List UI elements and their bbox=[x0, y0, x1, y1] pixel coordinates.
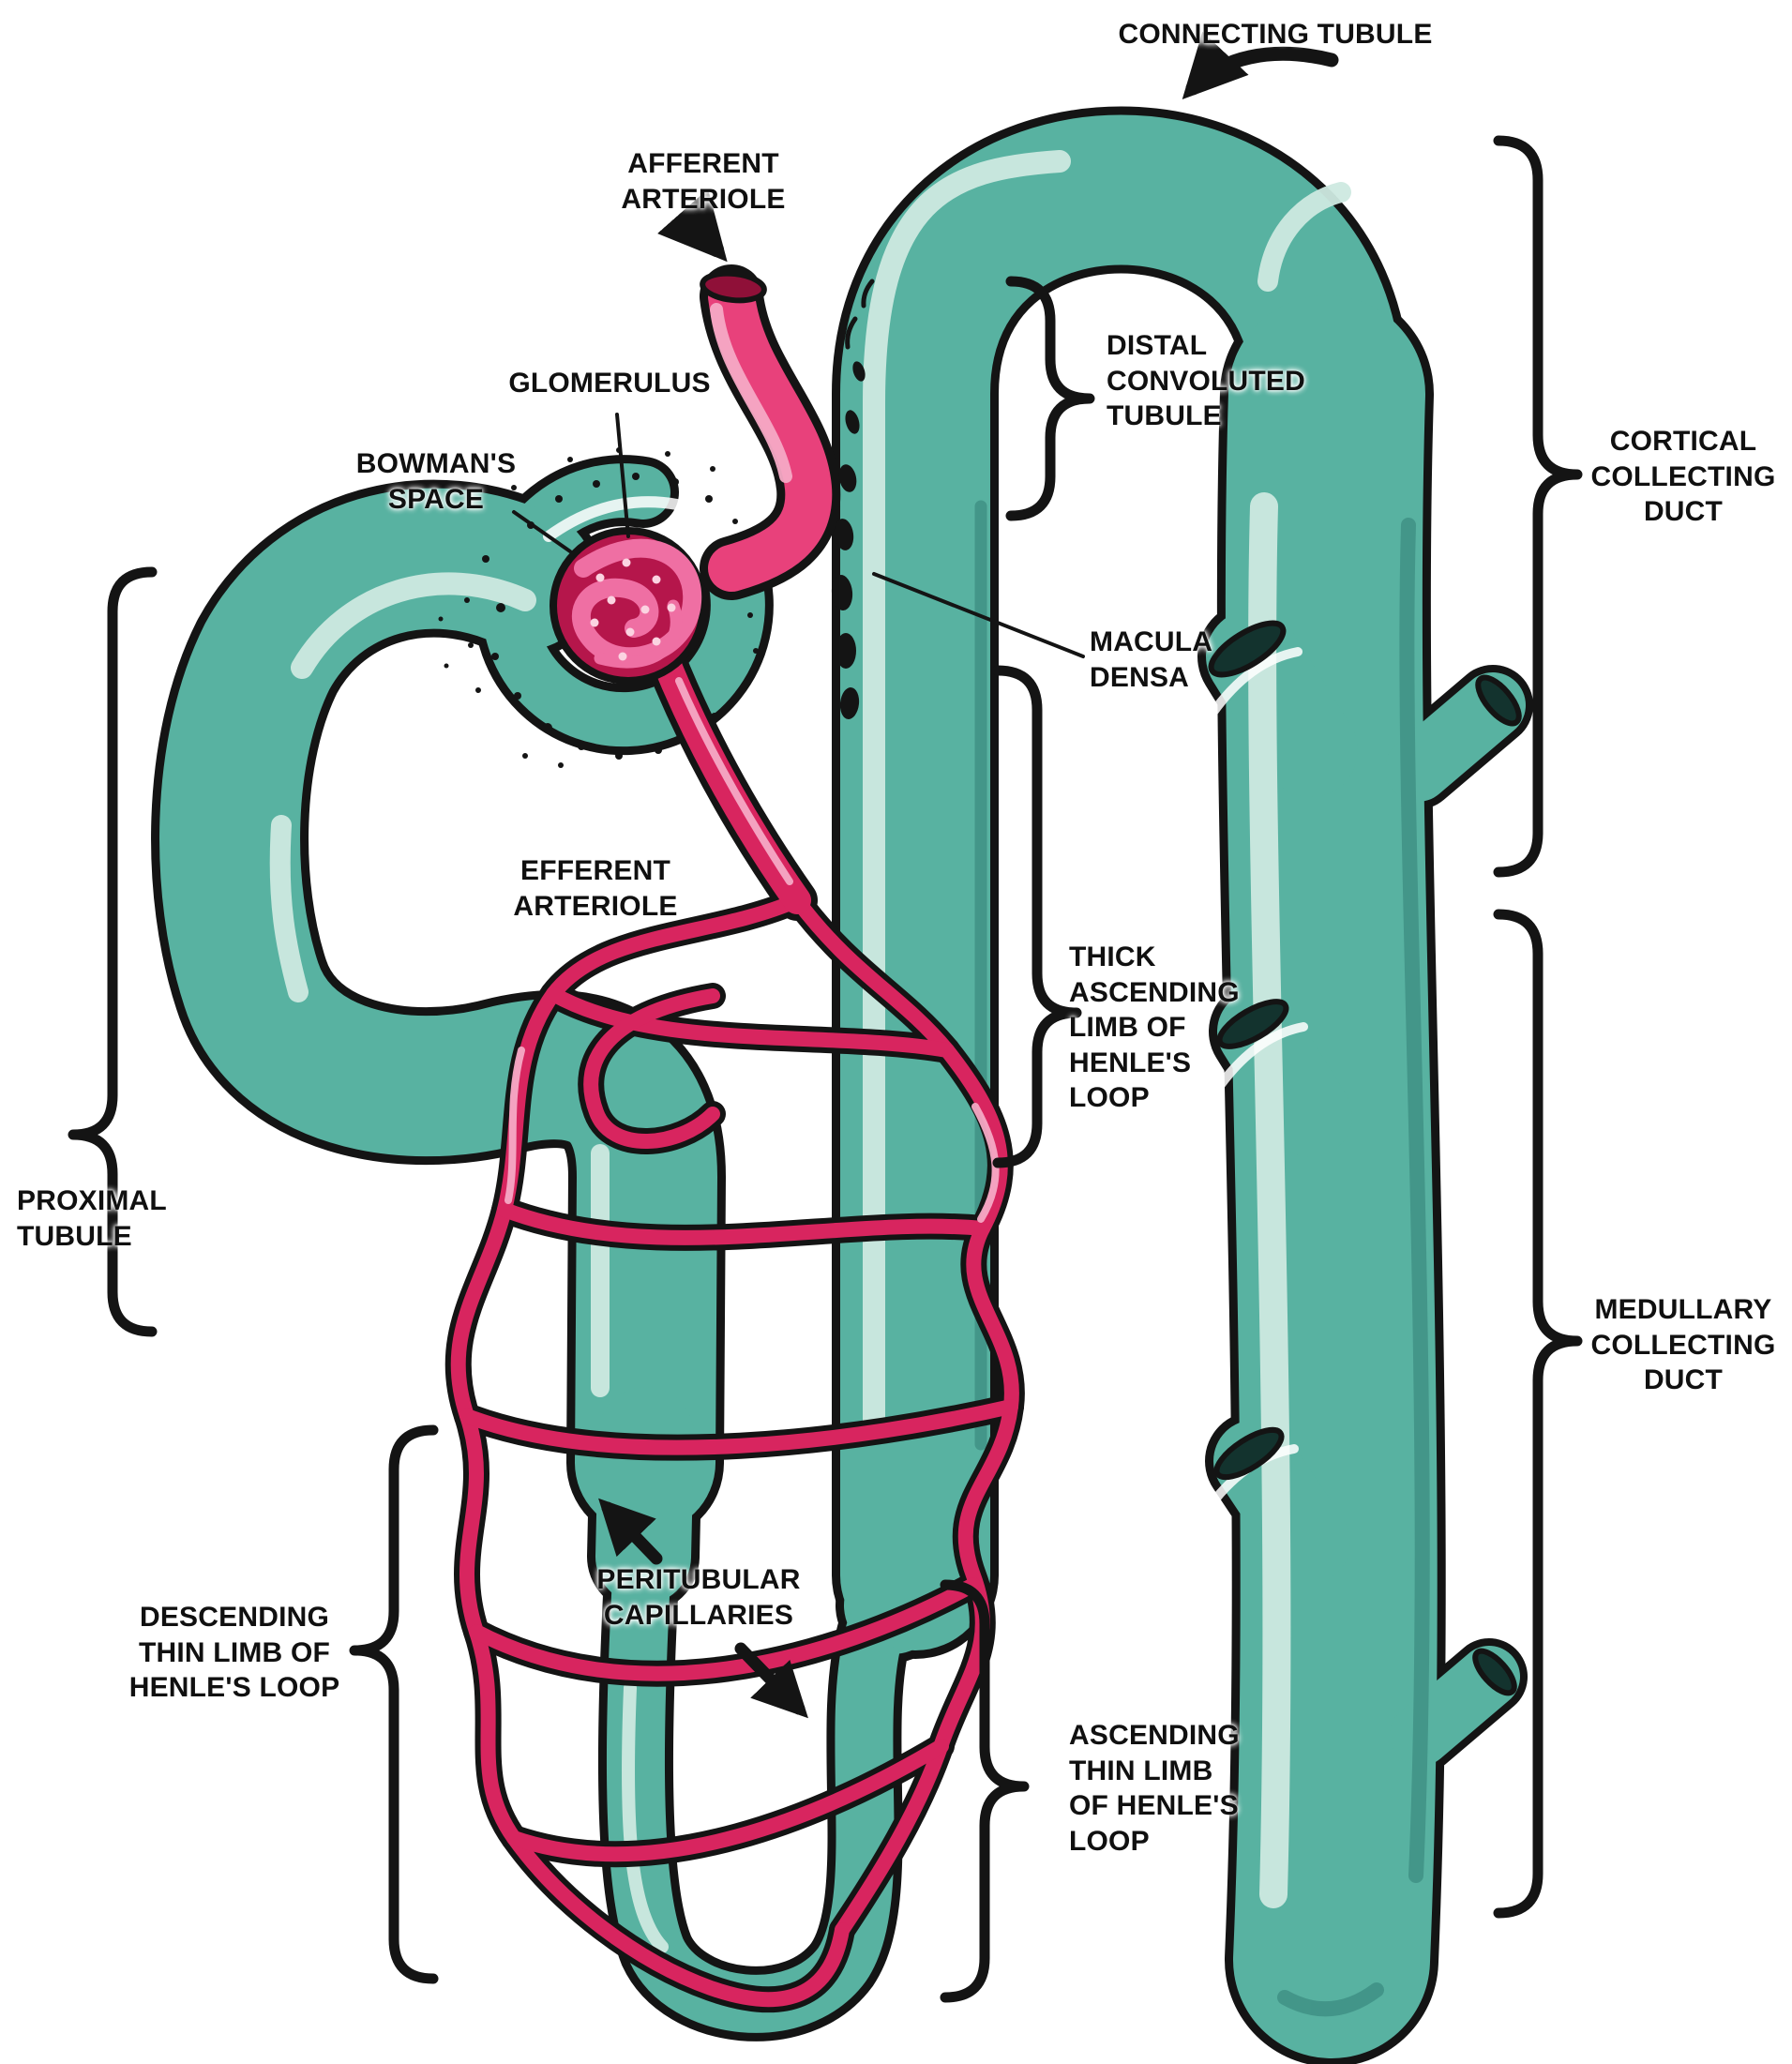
label-macula-densa: MACULA DENSA bbox=[1090, 626, 1213, 693]
label-connecting-tubule: CONNECTING TUBULE bbox=[1118, 19, 1433, 50]
afferent-opening bbox=[700, 270, 767, 304]
peritubular-capillaries-shape bbox=[450, 642, 1019, 2008]
duct-branch-stub bbox=[1390, 1646, 1520, 1766]
label-medullary-collecting-duct: MEDULLARY COLLECTING DUCT bbox=[1590, 1294, 1776, 1395]
label-efferent-arteriole: EFFERENT ARTERIOLE bbox=[513, 855, 678, 922]
brace-cortical-collecting-duct bbox=[1493, 135, 1583, 878]
afferent-arteriole-shape bbox=[708, 273, 833, 592]
connecting-tubule-arrow-icon bbox=[1182, 31, 1339, 100]
peritubular-capillaries-arrow-icon bbox=[734, 1642, 808, 1719]
vessel-highlights bbox=[504, 303, 1000, 1223]
bowmans-capsule-shape bbox=[481, 463, 765, 747]
label-proximal-tubule: PROXIMAL TUBULE bbox=[17, 1185, 167, 1252]
duct-branch-stub bbox=[1385, 672, 1526, 802]
brace-proximal-tubule bbox=[68, 566, 158, 1337]
brace-medullary-collecting-duct bbox=[1493, 909, 1583, 1919]
afferent-arteriole-arrow-icon bbox=[657, 188, 728, 263]
duct-branch-openings bbox=[1208, 620, 1522, 1696]
brace-distal-convoluted-tubule bbox=[1005, 276, 1095, 521]
glomerulus-leader-line bbox=[615, 413, 630, 538]
label-bowmans-space: BOWMAN'S SPACE bbox=[355, 448, 517, 515]
braces bbox=[68, 135, 1583, 2003]
leader-lines bbox=[512, 413, 1085, 658]
arrows bbox=[598, 31, 1339, 1719]
glomerulus-shape bbox=[550, 527, 707, 685]
label-glomerulus: GLOMERULUS bbox=[508, 368, 711, 399]
macula-densa-leader-line bbox=[872, 572, 1085, 658]
label-afferent-arteriole: AFFERENT ARTERIOLE bbox=[621, 148, 786, 215]
label-thick-ascending-limb: THICK ASCENDING LIMB OF HENLE'S LOOP bbox=[1069, 942, 1240, 1113]
macula-densa-cells bbox=[831, 279, 875, 719]
distal-tubule-loop-shape bbox=[840, 114, 1402, 1650]
proximal-tubule-shape bbox=[159, 488, 717, 1533]
label-ascending-thin-limb: ASCENDING THIN LIMB OF HENLE'S LOOP bbox=[1069, 1720, 1240, 1857]
peritubular-capillaries-arrow-icon bbox=[598, 1498, 663, 1565]
brace-thick-ascending-limb bbox=[992, 665, 1082, 1168]
efferent-arteriole-shape bbox=[650, 642, 811, 914]
label-cortical-collecting-duct: CORTICAL COLLECTING DUCT bbox=[1590, 426, 1776, 527]
brace-ascending-thin-limb bbox=[940, 1579, 1030, 2003]
label-descending-thin-limb: DESCENDING THIN LIMB OF HENLE'S LOOP bbox=[128, 1602, 340, 1703]
label-distal-convoluted-tubule: DISTAL CONVOLUTED TUBULE bbox=[1107, 330, 1305, 431]
brace-descending-thin-limb bbox=[349, 1424, 439, 1984]
label-peritubular-capillaries: PERITUBULAR CAPILLARIES bbox=[596, 1564, 801, 1631]
bowmans-space-leader-line bbox=[512, 510, 572, 553]
